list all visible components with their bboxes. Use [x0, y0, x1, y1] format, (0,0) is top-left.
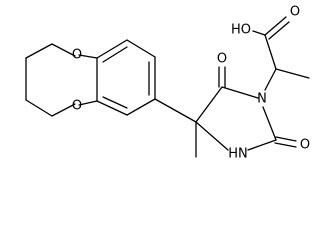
bond-c8a-c6 — [96, 39, 128, 59]
bond-ch2-ch2-bottom — [25, 99, 53, 117]
bond-c5-n1 — [221, 86, 259, 99]
atom-label-amide-nitrogen: HN — [228, 147, 248, 162]
bond-o1-ch2 — [51, 43, 76, 57]
bond-n1-alpha-carbon — [264, 68, 277, 91]
bond-c8-c9 — [126, 98, 156, 116]
propanoic-acid-chain — [252, 16, 310, 91]
atom-label-imide-nitrogen: N — [257, 92, 267, 107]
bond-ch2-ch2-top — [25, 43, 53, 59]
atom-label-ring-oxygen-top: O — [72, 48, 82, 63]
bond-carboxyl-hydroxyl — [252, 30, 266, 36]
double-bond-inner-bottom — [102, 96, 128, 109]
bond-alpha-carboxyl — [264, 34, 277, 70]
bond-n3-c4 — [195, 121, 229, 151]
hydantoin-ring — [195, 66, 297, 158]
bond-alpha-methyl — [275, 68, 310, 79]
bond-c2-n3 — [247, 139, 277, 151]
bond-c2-o-double-a — [275, 136, 297, 142]
bond-c6-c7 — [126, 39, 156, 58]
bond-o2-c5a — [78, 100, 98, 106]
bond-ch2-o2 — [51, 103, 76, 117]
bond-carboxyl-o-double-b — [268, 21, 290, 40]
chemical-structure-diagram: O O O O O HO N HN — [25, 5, 310, 162]
bond-n1-c2 — [262, 106, 277, 141]
bond-aryl-quaternary-carbon — [154, 98, 197, 123]
bond-c4-c5 — [195, 86, 223, 123]
benzene-ring — [78, 39, 156, 116]
bond-c9-c5a — [96, 100, 128, 116]
dioxepine-ring — [25, 43, 76, 117]
bond-o1-c8a — [78, 54, 98, 59]
atom-label-acid-oxygen: O — [290, 5, 300, 20]
atom-label-carbonyl-oxygen-lower: O — [300, 138, 310, 153]
atom-labels: O O O O O HO N HN — [72, 5, 310, 162]
atom-label-ring-oxygen-bottom: O — [72, 99, 82, 114]
atom-label-hydroxyl: HO — [231, 23, 251, 38]
atom-label-carbonyl-oxygen-upper: O — [217, 52, 227, 67]
bond-c2-o-double-b — [274, 142, 297, 148]
double-bond-inner-top — [102, 46, 128, 63]
bond-carboxyl-o-double-a — [264, 16, 287, 36]
